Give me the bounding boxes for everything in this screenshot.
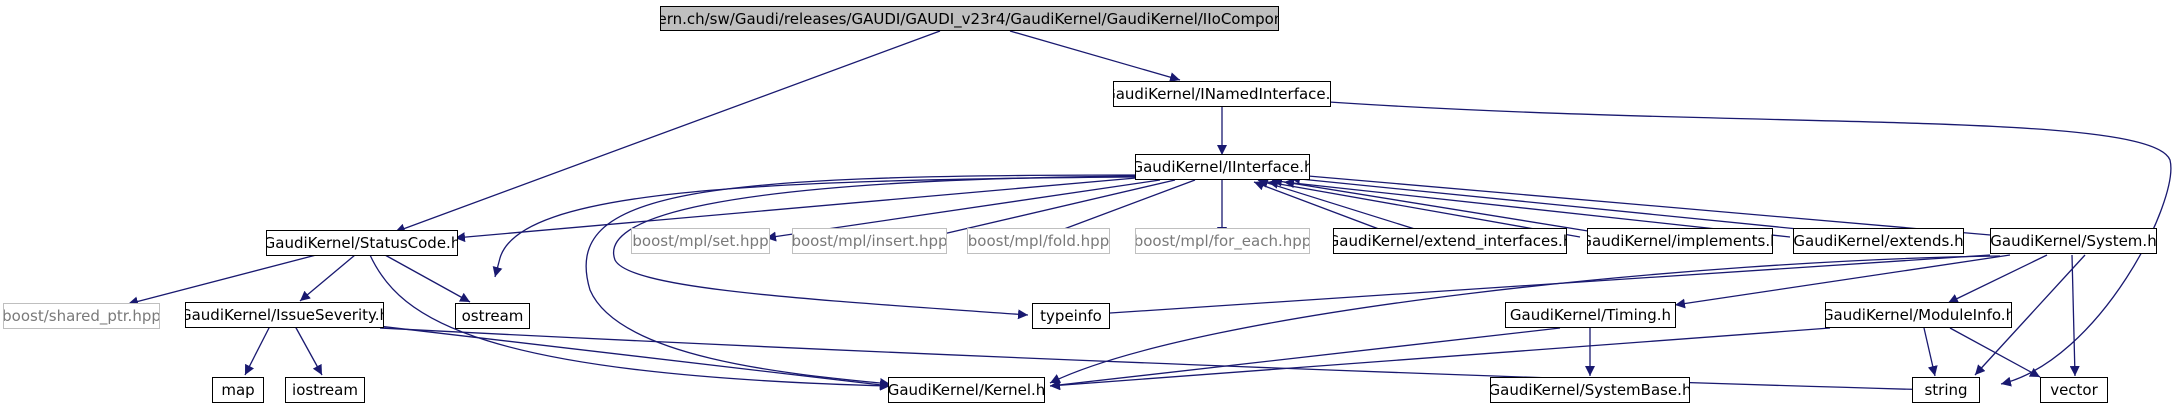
edge-moduleinfo-vector: [1949, 327, 2041, 378]
edge-system-string: [1974, 254, 2086, 376]
node-kernel[interactable]: GaudiKernel/Kernel.h: [888, 377, 1045, 403]
node-typeinfo[interactable]: typeinfo: [1032, 303, 1110, 329]
node-extends[interactable]: GaudiKernel/extends.h: [1793, 228, 1964, 254]
node-shared-ptr[interactable]: boost/shared_ptr.hpp: [3, 303, 160, 329]
edge-system-moduleinfo: [1947, 254, 2048, 304]
node-implements[interactable]: GaudiKernel/implements.h: [1587, 228, 1773, 254]
edge-extends-iinterface: [1289, 174, 1809, 231]
node-vector[interactable]: vector: [2040, 377, 2108, 403]
node-iostream[interactable]: iostream: [285, 377, 365, 403]
edge-iinterface-typeinfo: [613, 175, 1137, 320]
edge-statuscode-issueseverity: [299, 254, 356, 302]
edge-iinterface-ostream: [492, 176, 1137, 278]
edge-extends-implements: [1283, 178, 1791, 238]
edge-system-kernel: [1049, 255, 2001, 384]
node-boost-set[interactable]: boost/mpl/set.hpp: [631, 228, 770, 254]
edge-statuscode-kernel: [369, 254, 891, 391]
edge-root-inamedinterface: [1009, 30, 1181, 83]
edge-implements-iinterface: [1271, 176, 1589, 232]
node-issueseverity[interactable]: GaudiKernel/IssueSeverity.h: [185, 302, 384, 328]
node-boost-insert[interactable]: boost/mpl/insert.hpp: [792, 228, 947, 254]
edge-statuscode-ostream: [384, 254, 471, 303]
edge-statuscode-shared-ptr: [127, 253, 321, 307]
node-ostream[interactable]: ostream: [455, 303, 530, 329]
edge-issueseverity-map: [244, 325, 271, 376]
node-systembase[interactable]: GaudiKernel/SystemBase.h: [1490, 377, 1690, 403]
edge-issueseverity-string: [379, 327, 1937, 395]
edge-system-vector: [2069, 254, 2080, 377]
node-iinterface[interactable]: GaudiKernel/IInterface.h: [1135, 154, 1310, 180]
edge-moduleinfo-kernel: [1049, 327, 1831, 391]
node-string[interactable]: string: [1912, 377, 1980, 403]
edge-iinterface-system: [1307, 175, 2003, 241]
edge-extendinterfaces-iinterface: [1257, 178, 1419, 231]
edge-inamedinterface-string: [1328, 101, 2172, 387]
node-timing[interactable]: GaudiKernel/Timing.h: [1505, 302, 1676, 328]
edge-extendinterfaces-implements: [1267, 178, 1581, 238]
node-inamedinterface[interactable]: GaudiKernel/INamedInterface.h: [1113, 81, 1331, 107]
node-map[interactable]: map: [212, 377, 264, 403]
edge-issueseverity-kernel: [369, 324, 891, 390]
edge-system-timing: [1674, 254, 2011, 309]
node-boost-foreach[interactable]: boost/mpl/for_each.hpp: [1135, 228, 1310, 254]
node-statuscode[interactable]: GaudiKernel/StatusCode.h: [266, 230, 458, 256]
edge-root-statuscode: [394, 30, 941, 234]
edge-timing-kernel: [1049, 327, 1561, 390]
node-boost-fold[interactable]: boost/mpl/fold.hpp: [967, 228, 1110, 254]
edge-iinterface-kernel: [585, 174, 1137, 388]
edge-moduleinfo-string: [1923, 327, 1938, 377]
edge-implements-extendinterfaces: [1253, 180, 1401, 238]
node-iiocomponent[interactable]: /afs/cern.ch/sw/Gaudi/releases/GAUDI/GAU…: [660, 6, 1279, 31]
edge-system-typeinfo: [1079, 254, 1991, 320]
edge-issueseverity-iostream: [294, 325, 323, 376]
node-moduleinfo[interactable]: GaudiKernel/ModuleInfo.h: [1825, 302, 2012, 328]
edge-iinterface-statuscode: [454, 177, 1137, 243]
node-extend-interfaces[interactable]: GaudiKernel/extend_interfaces.h: [1333, 228, 1567, 254]
node-system[interactable]: GaudiKernel/System.h: [1990, 228, 2157, 254]
